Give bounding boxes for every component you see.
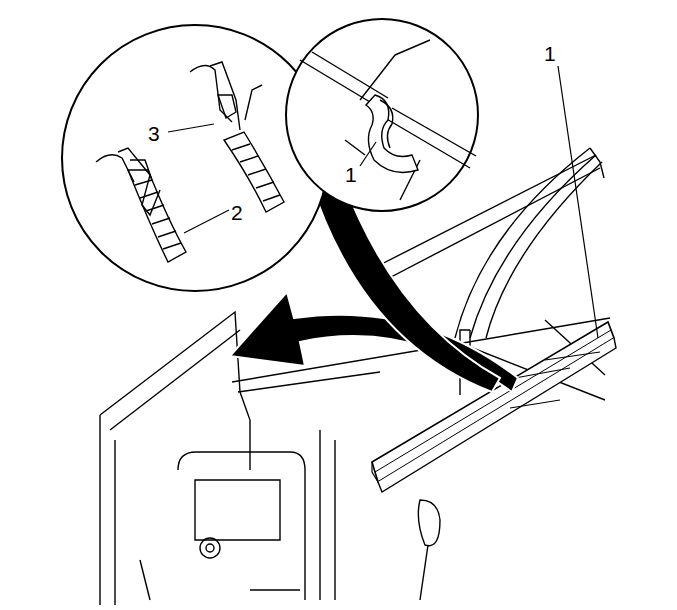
door-frame-part [418,500,440,546]
left-inset-detail-part [130,160,152,180]
door-frame-part [319,430,320,600]
left-inset-detail [96,62,284,262]
weatherstrip-part [372,462,378,482]
right-inset-detail-part [360,40,430,100]
leader-lines [168,66,598,338]
left-inset-detail-part [96,155,134,182]
door-frame-part [238,372,380,392]
leader-lines-part [184,210,229,233]
leader-lines-part [168,124,214,132]
door-frame-part [200,538,220,558]
door-frame-part [455,148,590,338]
door-frame-part [99,415,100,605]
door-frame-part [206,544,214,552]
door-frame-part [240,392,250,470]
weatherstrip-part [510,352,600,408]
detail-insets-part [286,19,478,211]
callout-number: 1 [542,42,558,65]
left-inset-detail-part [128,170,186,262]
right-inset-detail-part [380,100,393,148]
detail-insets [62,19,478,291]
weatherstrip [372,322,616,492]
callout-number: 1 [343,163,359,186]
door-frame-part [195,480,280,540]
detail-insets-part [62,25,328,291]
left-inset-detail-part [224,132,284,212]
left-inset-detail-part [118,148,160,215]
left-inset-detail-part [232,144,280,201]
door-frame-part [114,440,115,605]
door-frame-part [590,148,604,178]
right-inset-detail [300,40,476,200]
door-frame-part [100,312,240,415]
left-inset-detail-part [210,62,240,130]
door-frame-part [110,330,240,430]
right-inset-detail-part [366,95,418,172]
right-inset-detail-part [392,108,476,156]
weatherstrip-part [375,330,611,472]
door-frame-part [250,589,300,590]
door-frame-part [420,545,428,600]
leader-lines-part [558,66,598,338]
door-frame-part [470,155,596,338]
door-frame-part [178,452,305,600]
left-inset-detail-part [135,180,181,249]
leader-lines-part [360,142,376,166]
weatherstrip-part [372,322,614,482]
right-inset-detail-part [312,52,388,98]
callout-number: 3 [146,122,162,145]
right-inset-detail-part [300,60,380,108]
left-inset-detail-part [218,95,236,118]
weatherstrip-part [378,338,616,492]
door-frame-part [334,440,335,600]
door-frame-part [140,560,150,600]
left-inset-detail-part [245,85,262,120]
callout-number: 2 [229,201,245,224]
